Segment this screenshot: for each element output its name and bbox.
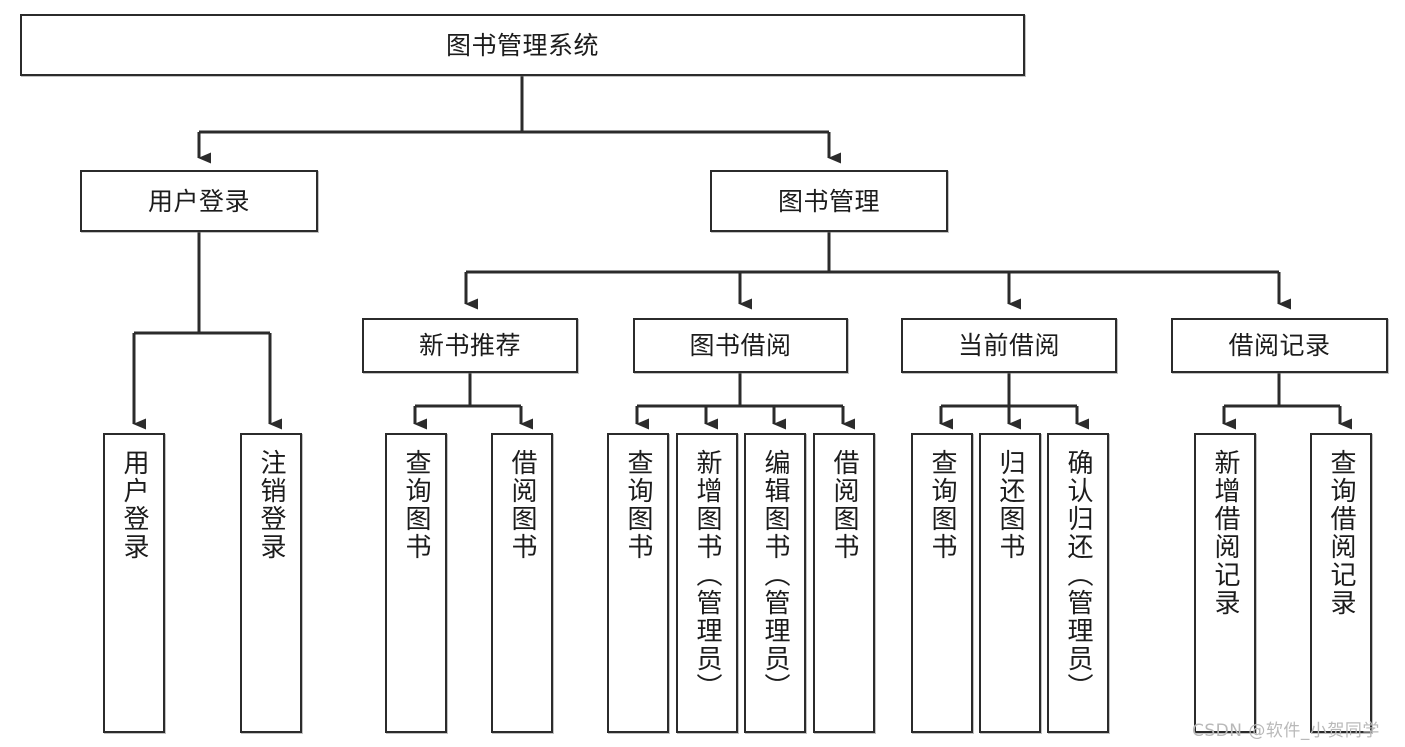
node-label: 新书推荐 xyxy=(418,331,521,360)
node-label: 新增借阅记录 xyxy=(1210,449,1240,617)
node-label: 查询图书 xyxy=(927,449,957,561)
node-new-book-recommendation[interactable]: 新书推荐 xyxy=(362,318,578,373)
node-label: 归还图书 xyxy=(995,449,1025,561)
csdn-watermark: CSDN @软件_小贺同学 xyxy=(1192,721,1380,741)
leaf-node-edit-book-admin[interactable]: 编辑图书（管理员） xyxy=(744,433,806,733)
node-label: 用户登录 xyxy=(147,186,250,216)
leaf-node-return-book[interactable]: 归还图书 xyxy=(979,433,1041,733)
leaf-node-borrow-book[interactable]: 借阅图书 xyxy=(813,433,875,733)
node-label: 新增图书（管理员） xyxy=(692,449,722,701)
node-label: 图书管理 xyxy=(777,186,880,216)
node-label: 查询借阅记录 xyxy=(1326,449,1356,617)
node-user-login[interactable]: 用户登录 xyxy=(80,170,318,232)
leaf-node-query-book-recommendation[interactable]: 查询图书 xyxy=(385,433,447,733)
leaf-node-add-borrowing-record[interactable]: 新增借阅记录 xyxy=(1194,433,1256,733)
node-label: 用户登录 xyxy=(119,449,149,561)
leaf-node-query-book-borrowing[interactable]: 查询图书 xyxy=(607,433,669,733)
node-book-management[interactable]: 图书管理 xyxy=(710,170,948,232)
node-label: 查询图书 xyxy=(623,449,653,561)
leaf-node-confirm-return-admin[interactable]: 确认归还（管理员） xyxy=(1047,433,1109,733)
node-book-borrowing[interactable]: 图书借阅 xyxy=(633,318,848,373)
leaf-node-add-book-admin[interactable]: 新增图书（管理员） xyxy=(676,433,738,733)
node-label: 确认归还（管理员） xyxy=(1063,449,1093,701)
node-borrowing-record[interactable]: 借阅记录 xyxy=(1171,318,1388,373)
leaf-node-borrow-book-recommendation[interactable]: 借阅图书 xyxy=(491,433,553,733)
node-label: 借阅图书 xyxy=(507,449,537,561)
leaf-node-user-login[interactable]: 用户登录 xyxy=(103,433,165,733)
node-root-book-management-system[interactable]: 图书管理系统 xyxy=(20,14,1025,76)
node-label: 当前借阅 xyxy=(957,331,1060,360)
node-label: 查询图书 xyxy=(401,449,431,561)
node-label: 借阅记录 xyxy=(1228,331,1331,360)
node-label: 借阅图书 xyxy=(829,449,859,561)
node-label: 编辑图书（管理员） xyxy=(760,449,790,701)
node-current-borrowing[interactable]: 当前借阅 xyxy=(901,318,1117,373)
leaf-node-query-book-current[interactable]: 查询图书 xyxy=(911,433,973,733)
node-label: 注销登录 xyxy=(256,449,286,561)
node-label: 图书借阅 xyxy=(689,331,792,360)
leaf-node-query-borrowing-record[interactable]: 查询借阅记录 xyxy=(1310,433,1372,733)
node-label: 图书管理系统 xyxy=(445,30,599,60)
leaf-node-logout-login[interactable]: 注销登录 xyxy=(240,433,302,733)
